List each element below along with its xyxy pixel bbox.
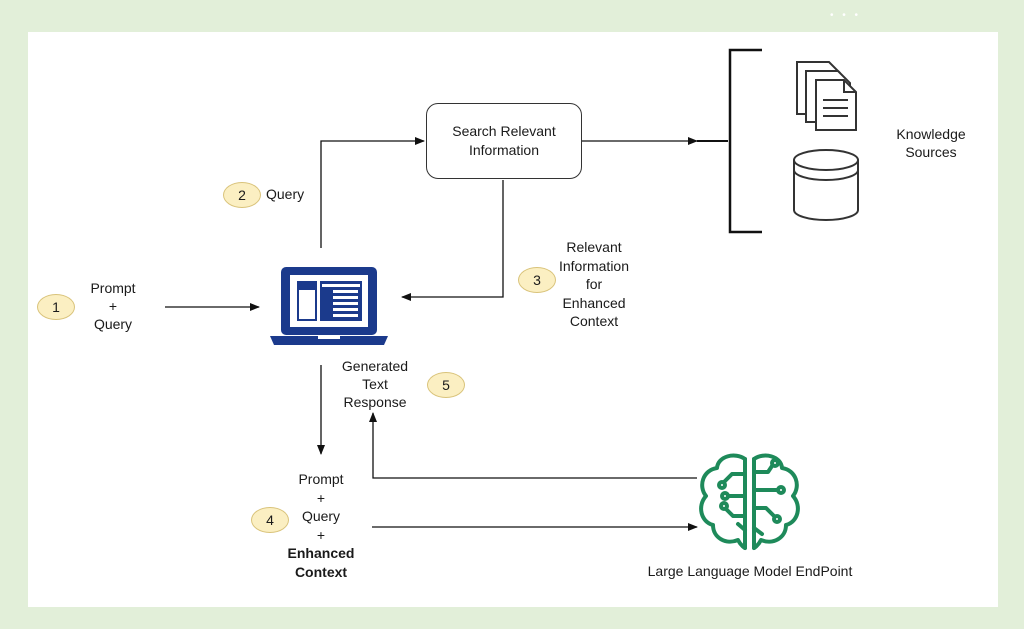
step3-line3: for: [585, 276, 603, 292]
step3-line1: Relevant: [566, 239, 622, 255]
step5-badge: 5: [427, 372, 465, 398]
step4-line1: Prompt: [298, 471, 344, 487]
step5-line3: Response: [343, 394, 407, 410]
query-arrow: [320, 137, 425, 248]
step4-badge: 4: [251, 507, 289, 533]
window-dots: • • •: [830, 10, 862, 21]
step3-badge: 3: [518, 267, 556, 293]
step4-line4: +: [316, 526, 326, 543]
step4-line5: Enhanced: [287, 545, 355, 561]
step2-badge: 2: [223, 182, 261, 208]
step4-label: Prompt + Query + Enhanced Context: [282, 470, 360, 581]
laptop-icon: [270, 267, 388, 345]
step3-line5: Context: [569, 313, 619, 329]
step1-line1: Prompt: [90, 280, 136, 296]
database-icon: [793, 149, 859, 221]
search-box-line1: Search Relevant: [452, 123, 556, 139]
step1-label: Prompt + Query: [80, 279, 146, 333]
llm-endpoint-label: Large Language Model EndPoint: [647, 563, 853, 579]
step4-line6: Context: [294, 563, 348, 580]
step5-label: Generated Text Response: [330, 357, 420, 411]
documents-icon: [796, 61, 857, 131]
step4-line3: Query: [301, 508, 341, 524]
search-box-line2: Information: [468, 142, 540, 158]
search-relevant-box: Search Relevant Information: [426, 103, 582, 179]
step3-line4: Enhanced: [562, 294, 626, 311]
step1-line2: +: [108, 298, 118, 314]
step4-line2: +: [316, 489, 326, 506]
step1-line3: Query: [93, 316, 133, 332]
step5-line2: Text: [362, 376, 388, 392]
knowledge-line2: Sources: [905, 144, 957, 160]
llm-response-arrow: [369, 412, 697, 479]
llm-brain-icon: [699, 453, 800, 550]
step5-line1: Generated: [341, 358, 409, 374]
step3-label: Relevant Information for Enhanced Contex…: [548, 238, 640, 331]
step1-badge: 1: [37, 294, 75, 320]
sources-bracket: [728, 48, 762, 234]
step3-line2: Information: [558, 257, 630, 274]
step2-label: Query: [266, 186, 305, 202]
knowledge-line1: Knowledge: [896, 126, 966, 142]
knowledge-sources-label: Knowledge Sources: [886, 125, 976, 161]
relevant-info-arrow: [401, 180, 504, 301]
